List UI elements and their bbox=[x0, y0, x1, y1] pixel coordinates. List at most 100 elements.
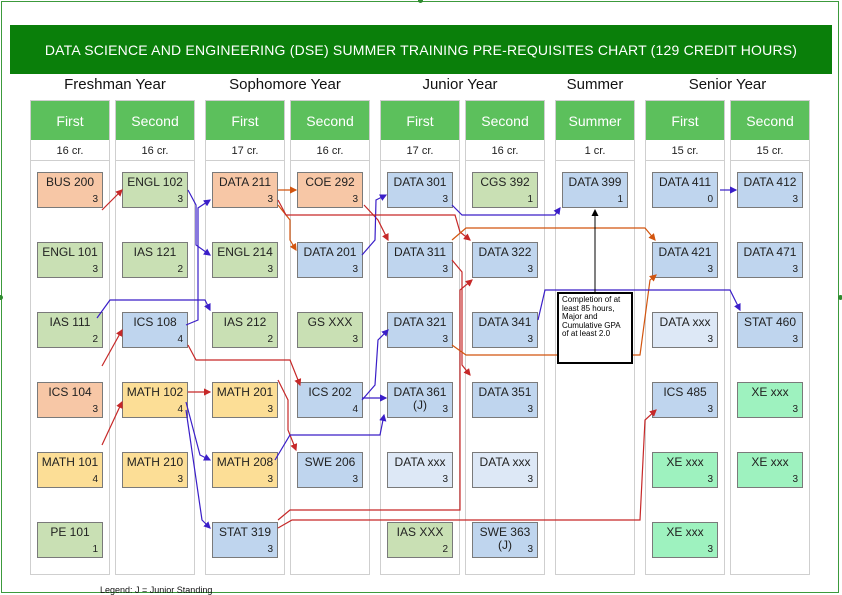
course-name: DATA xxx bbox=[394, 455, 446, 469]
course-credits: 3 bbox=[707, 334, 713, 345]
course-credits: 3 bbox=[792, 334, 798, 345]
course-credits: 3 bbox=[92, 404, 98, 415]
course-credits: 3 bbox=[267, 404, 273, 415]
year-label-senior: Senior Year bbox=[688, 76, 767, 93]
arrow-data201-data301 bbox=[361, 194, 388, 256]
course-name: DATA 321 bbox=[393, 315, 447, 329]
course-name: IAS 121 bbox=[133, 245, 177, 259]
course-credits: 3 bbox=[267, 544, 273, 555]
course-credits: 1 bbox=[92, 544, 98, 555]
course-name: DATA 301 bbox=[393, 175, 447, 189]
arrow-data341-stat460 bbox=[537, 289, 741, 321]
course-credits: 3 bbox=[792, 474, 798, 485]
course-credits: 4 bbox=[177, 334, 183, 345]
course-credits: 3 bbox=[267, 474, 273, 485]
course-name: COE 292 bbox=[305, 175, 355, 189]
arrow-stat319-ics485 bbox=[277, 409, 657, 529]
arrow-data211-data322 bbox=[277, 199, 471, 241]
chart-title: DATA SCIENCE AND ENGINEERING (DSE) SUMME… bbox=[10, 25, 832, 74]
course-credits: 3 bbox=[707, 474, 713, 485]
course-name: DATA 411 bbox=[658, 175, 712, 189]
course-box[interactable]: STAT 319 3 bbox=[212, 522, 278, 558]
course-box[interactable]: DATA 311 3 bbox=[387, 242, 453, 278]
course-box[interactable]: DATA 321 3 bbox=[387, 312, 453, 348]
course-credits: 2 bbox=[177, 264, 183, 275]
course-credits: 3 bbox=[352, 194, 358, 205]
course-credits: 3 bbox=[442, 334, 448, 345]
course-credits: 3 bbox=[92, 194, 98, 205]
course-name: SWE 363 bbox=[479, 525, 531, 539]
course-name: DATA 311 bbox=[393, 245, 447, 259]
course-box[interactable]: IAS XXX 2 bbox=[387, 522, 453, 558]
course-credits: 3 bbox=[527, 264, 533, 275]
course-credits: 3 bbox=[792, 264, 798, 275]
course-name: DATA 201 bbox=[303, 245, 357, 259]
course-credits: 3 bbox=[442, 264, 448, 275]
selection-handle-right[interactable] bbox=[838, 295, 842, 300]
year-label-summer: Summer bbox=[566, 76, 624, 93]
semester-header: Second bbox=[731, 101, 809, 140]
arrow-math102-math208 bbox=[185, 401, 212, 461]
course-credits: 3 bbox=[267, 194, 273, 205]
course-credits: 1 bbox=[617, 194, 623, 205]
arrow-math101-math102 bbox=[101, 400, 123, 446]
selection-handle-left[interactable] bbox=[0, 295, 3, 300]
course-name: IAS XXX bbox=[396, 525, 444, 539]
course-credits: 3 bbox=[92, 264, 98, 275]
semester-credits: 17 cr. bbox=[206, 141, 284, 161]
year-label-junior: Junior Year bbox=[422, 76, 498, 93]
selection-handle-top[interactable] bbox=[418, 0, 423, 3]
arrow-data311-data421 bbox=[451, 227, 656, 241]
course-box[interactable]: COE 292 3 bbox=[297, 172, 363, 208]
course-name: DATA 421 bbox=[658, 245, 712, 259]
arrow-ics104-ics108 bbox=[101, 328, 123, 367]
course-name: STAT 319 bbox=[218, 525, 272, 539]
course-credits: 4 bbox=[352, 404, 358, 415]
course-name: PE 101 bbox=[50, 525, 90, 539]
course-box[interactable]: DATA 361(J)3 bbox=[387, 382, 453, 418]
course-credits: 2 bbox=[442, 544, 448, 555]
semester-credits: 1 cr. bbox=[556, 141, 634, 161]
course-box[interactable]: SWE 363(J)3 bbox=[472, 522, 538, 558]
